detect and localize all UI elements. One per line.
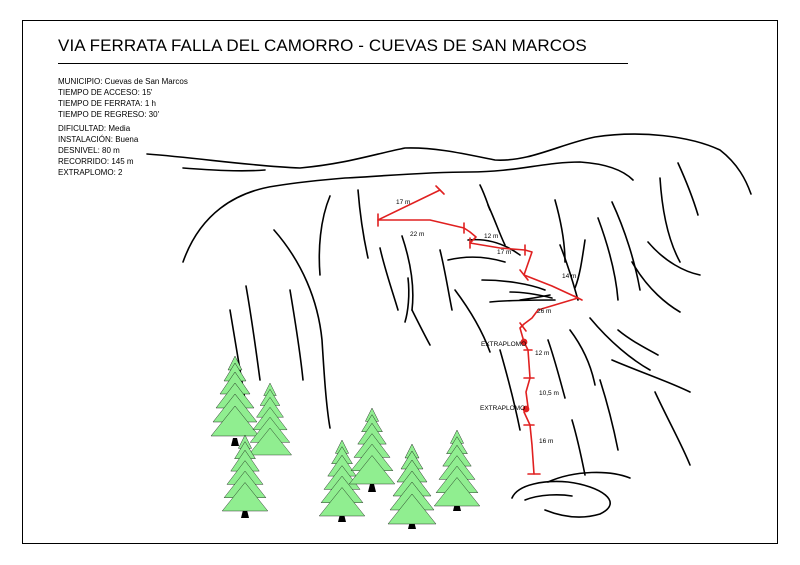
rock-line-left-3: [245, 285, 261, 381]
segment-label-6: 26 m: [537, 308, 551, 315]
rock-line-c11: [479, 184, 491, 211]
rock-line-r6: [647, 241, 701, 276]
route-tick-8: [519, 322, 527, 332]
rock-line-cave: [511, 480, 611, 518]
rock-line-ledge6: [519, 294, 551, 301]
segment-label-2: 22 m: [410, 231, 424, 238]
rock-line-ledge2: [447, 256, 506, 263]
overhang-label-2: EXTRAPLOMO: [480, 405, 525, 412]
route-labels: 17 m 22 m 12 m 17 m 14 m 26 m 12 m 10,5 …: [396, 199, 576, 445]
rock-line-c1: [318, 195, 331, 276]
info-tiempo-ferrata: TIEMPO DE FERRATA: 1 h: [58, 99, 156, 108]
info-tiempo-regreso: TIEMPO DE REGRESO: 30': [58, 110, 160, 119]
rock-line-c4: [401, 235, 414, 311]
route-tick-7: [573, 295, 583, 301]
rock-line-r10: [611, 359, 691, 393]
rock-line-r5: [631, 261, 681, 313]
info-dificultad: DIFICULTAD: Media: [58, 124, 131, 133]
map-frame: [22, 20, 778, 544]
rock-line-cave-2: [524, 494, 573, 501]
rock-line-r3: [597, 217, 619, 301]
rock-line-ledge3: [481, 279, 546, 291]
title-underline: [58, 63, 628, 64]
overhang-label-1: EXTRAPLOMO: [481, 341, 526, 348]
rock-line-c7: [404, 277, 410, 323]
rock-line-r14: [569, 329, 596, 386]
info-instalacion: INSTALACIÓN: Buena: [58, 135, 139, 144]
rock-line-c6: [439, 249, 453, 311]
rock-line-shelf: [182, 167, 266, 172]
rock-line-r11: [617, 329, 659, 356]
rock-line-base: [547, 471, 631, 483]
pine-trees: [210, 355, 481, 529]
rock-line-ledge4: [509, 291, 553, 299]
route-tick-1: [435, 185, 445, 195]
rock-line-r7: [659, 177, 681, 263]
rock-line-r9: [589, 317, 651, 371]
rock-line-c5: [411, 309, 431, 346]
rock-line-rim: [182, 161, 634, 263]
rock-line-left-1: [273, 229, 331, 429]
tree-1: [210, 355, 260, 437]
tree-6: [387, 443, 437, 525]
route-line: [377, 189, 579, 475]
overhang-point-2: [522, 405, 530, 413]
info-desnivel: DESNIVEL: 80 m: [58, 146, 120, 155]
tree-5: [348, 407, 396, 485]
info-block-access: MUNICIPIO: Cuevas de San Marcos TIEMPO D…: [58, 76, 188, 120]
info-recorrido: RECORRIDO: 145 m: [58, 157, 134, 166]
overhang-point-1: [520, 338, 528, 346]
rock-line-r17: [571, 419, 586, 476]
segment-label-8: 10,5 m: [539, 390, 559, 397]
tree-7: [433, 429, 481, 507]
segment-label-3: 12 m: [484, 233, 498, 240]
rock-line-c8: [454, 289, 491, 353]
info-block-stats: DIFICULTAD: Media INSTALACIÓN: Buena DES…: [58, 123, 138, 178]
info-extraplomo: EXTRAPLOMO: 2: [58, 168, 123, 177]
page-title: VIA FERRATA FALLA DEL CAMORRO - CUEVAS D…: [58, 36, 587, 55]
via-ferrata-route: [377, 185, 583, 475]
segment-label-5: 14 m: [562, 273, 576, 280]
rock-line-r13: [599, 379, 619, 451]
rock-line-r12: [654, 391, 691, 466]
rock-line-r4: [611, 201, 641, 291]
segment-label-7: 12 m: [535, 350, 549, 357]
segment-label-1: 17 m: [396, 199, 410, 206]
rock-line-c2: [357, 189, 369, 259]
rock-line-c3: [379, 247, 399, 311]
rock-line-left-4: [289, 289, 304, 381]
rock-line-r8: [677, 162, 699, 216]
info-municipio: MUNICIPIO: Cuevas de San Marcos: [58, 77, 188, 86]
rock-line-r2: [574, 239, 586, 289]
segment-label-9: 16 m: [539, 438, 553, 445]
segment-label-4: 17 m: [497, 249, 511, 256]
rock-line-summit: [146, 133, 752, 195]
info-tiempo-acceso: TIEMPO DE ACCESO: 15': [58, 88, 153, 97]
rock-line-r15: [547, 339, 566, 399]
rock-line-c9: [499, 349, 521, 431]
route-tick-6: [519, 269, 529, 281]
